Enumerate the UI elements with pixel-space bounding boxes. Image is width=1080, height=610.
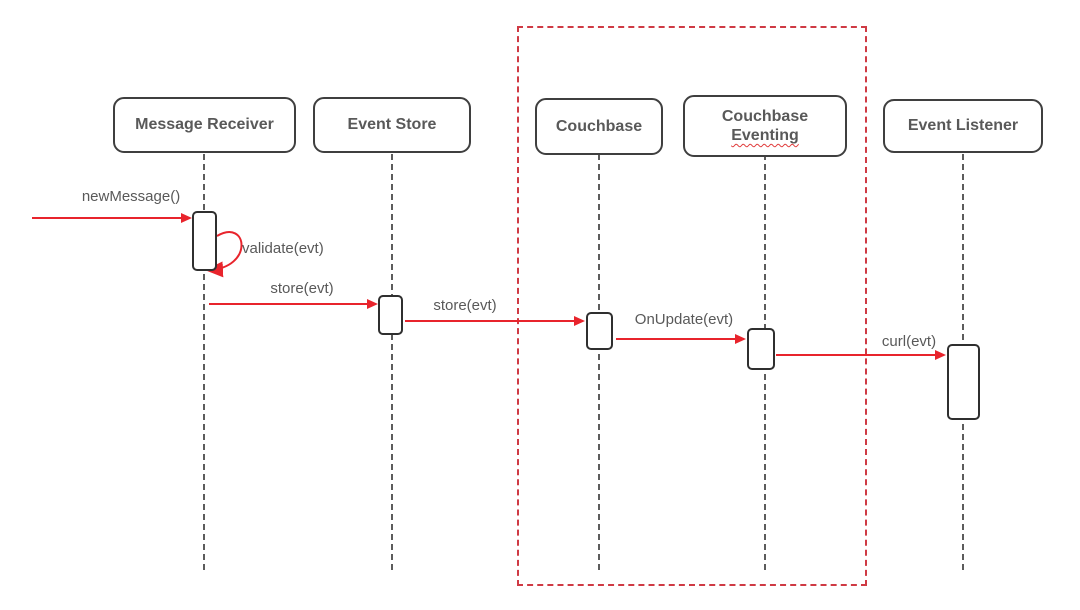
actor-label-line2: Eventing (731, 127, 799, 144)
lifeline-couchbase (598, 154, 600, 570)
lifeline-event-store (391, 154, 393, 570)
actor-label: Event Listener (907, 117, 1019, 135)
message-label-store-1: store(evt) (270, 280, 334, 297)
arrow-store-evt-1 (209, 299, 378, 309)
arrow-store-evt-2 (405, 316, 585, 326)
actor-couchbase: Couchbase (535, 98, 663, 155)
message-label-validate: validate(evt) (242, 240, 324, 257)
activation-message-receiver (192, 211, 217, 271)
actor-label: Message Receiver (135, 116, 274, 134)
arrow-new-message (32, 213, 192, 223)
message-label-onupdate: OnUpdate(evt) (634, 311, 734, 328)
message-label-curl: curl(evt) (881, 333, 937, 350)
arrow-onupdate-evt (616, 334, 746, 344)
activation-event-listener (947, 344, 980, 420)
message-label-newmessage: newMessage() (81, 188, 181, 205)
actor-label: Couchbase (555, 117, 643, 135)
lifeline-message-receiver (203, 154, 205, 570)
actor-event-store: Event Store (313, 97, 471, 153)
self-loop-arrow-validate (205, 231, 243, 278)
actor-label: Event Store (347, 116, 437, 134)
message-label-store-2: store(evt) (433, 297, 497, 314)
actor-event-listener: Event Listener (883, 99, 1043, 153)
activation-event-store (378, 295, 403, 335)
actor-message-receiver: Message Receiver (113, 97, 296, 153)
activation-couchbase (586, 312, 613, 350)
activation-couchbase-eventing (747, 328, 775, 370)
arrow-curl-evt (776, 350, 946, 360)
couchbase-group-box (517, 26, 867, 586)
actor-label-line1: Couchbase (721, 107, 809, 125)
actor-couchbase-eventing: Couchbase Eventing (683, 95, 847, 157)
